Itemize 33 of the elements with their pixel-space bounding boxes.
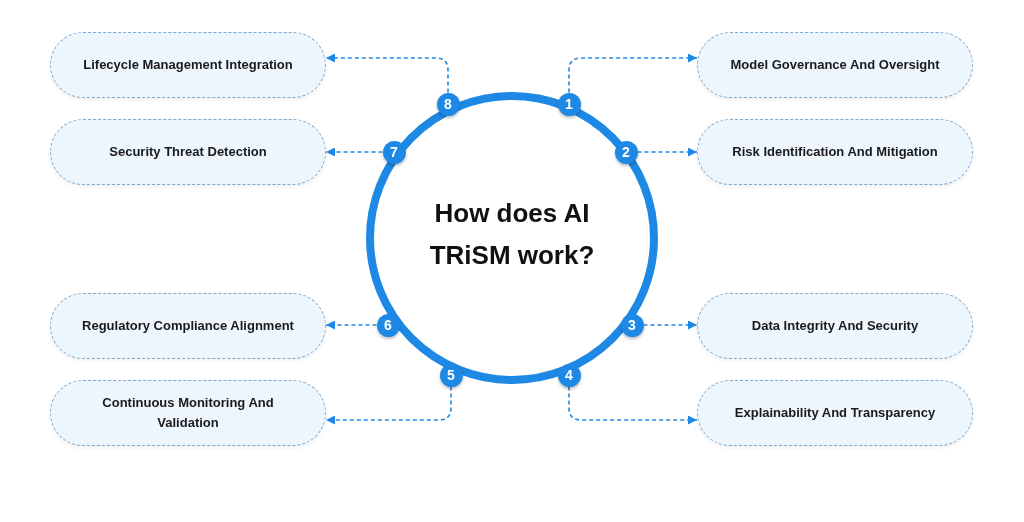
step-number: 1 [557, 92, 581, 116]
step-card [697, 119, 973, 185]
step-label: Data Integrity And Security [751, 317, 919, 335]
step-label: Lifecycle Management Integration [83, 56, 293, 74]
dashed-arrow [568, 385, 698, 425]
step-number: 4 [557, 363, 581, 387]
step-number: 8 [436, 92, 460, 116]
step-number: 7 [382, 140, 406, 164]
dashed-arrow [568, 53, 698, 94]
step-label: Risk Identification And Mitigation [732, 143, 938, 161]
step-card [697, 293, 973, 359]
dashed-arrow [325, 147, 384, 157]
dashed-arrow [325, 53, 449, 94]
step-label: Model Governance And Oversight [730, 56, 940, 74]
dashed-arrow [325, 320, 378, 330]
step-card [50, 293, 326, 359]
step-label: Security Threat Detection [109, 143, 267, 161]
dashed-arrow [636, 147, 698, 157]
dashed-arrow [325, 385, 452, 425]
step-label: Continuous Monitoring And Validation [101, 394, 275, 432]
step-card [50, 119, 326, 185]
center-label: How does AI TRiSM work? [428, 197, 596, 272]
step-label: Explainability And Transparency [734, 404, 936, 422]
step-card [697, 32, 973, 98]
step-number: 5 [439, 363, 463, 387]
step-number: 3 [620, 313, 644, 337]
step-card [697, 380, 973, 446]
step-number: 2 [614, 140, 638, 164]
step-card [50, 32, 326, 98]
step-label: Regulatory Compliance Alignment [82, 317, 294, 335]
step-card [50, 380, 326, 446]
step-number: 6 [376, 313, 400, 337]
dashed-arrow [642, 320, 698, 330]
